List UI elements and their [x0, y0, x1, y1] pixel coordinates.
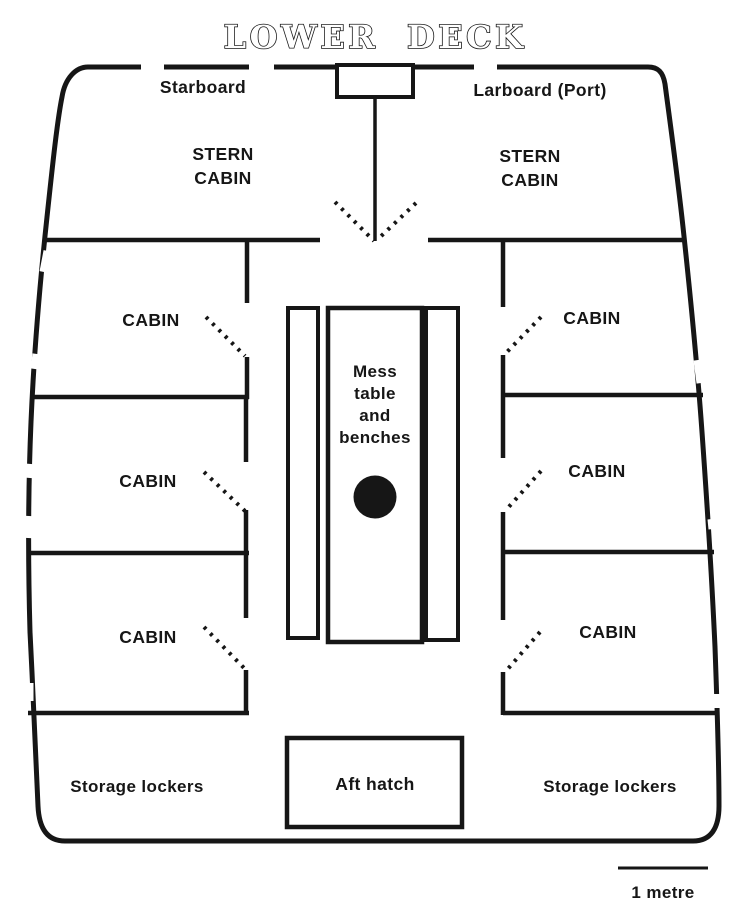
- mess-table-label: Mess table and benches: [339, 361, 411, 449]
- mess-label-line: and: [359, 406, 391, 425]
- cabin-label-larboard-1: CABIN: [563, 308, 621, 328]
- companionway-arrow-left: [333, 200, 376, 243]
- stern-cabin-line: STERN: [192, 144, 254, 164]
- door-swing-cabin-left-2: [202, 470, 247, 513]
- mess-label-line: benches: [339, 428, 411, 447]
- scale-label: 1 metre: [631, 883, 695, 902]
- stern-cabin-line: CABIN: [194, 168, 252, 188]
- label-larboard: Larboard (Port): [473, 80, 607, 100]
- companionway-arrow-right: [375, 201, 418, 242]
- mast-icon: [353, 475, 397, 519]
- label-starboard: Starboard: [159, 77, 247, 97]
- stern-cabin-label-larboard: STERN CABIN: [499, 144, 560, 192]
- cabin-label-starboard-2: CABIN: [119, 471, 177, 491]
- door-swing-lines: [202, 200, 543, 673]
- door-swing-cabin-left-1: [204, 315, 247, 358]
- mess-label-line: Mess: [352, 362, 398, 381]
- stern-cabin-line: STERN: [499, 146, 561, 166]
- door-swing-cabin-right-1: [502, 315, 543, 357]
- cabin-label-starboard-3: CABIN: [119, 627, 177, 647]
- interior-walls: [28, 237, 718, 716]
- door-swing-cabin-right-2: [504, 469, 543, 512]
- cabin-label-larboard-2: CABIN: [568, 461, 626, 481]
- storage-lockers-label-larboard: Storage lockers: [543, 777, 677, 796]
- stern-cabin-line: CABIN: [501, 170, 559, 190]
- companionway-hatch: [335, 63, 415, 99]
- mess-bench-right: [424, 306, 460, 642]
- mess-bench-left: [286, 306, 320, 640]
- deck-title: LOWER DECK: [224, 18, 527, 56]
- aft-hatch-label: Aft hatch: [335, 774, 415, 794]
- stern-cabin-label-starboard: STERN CABIN: [192, 142, 253, 190]
- door-swing-cabin-left-3: [202, 625, 247, 671]
- cabin-label-starboard-1: CABIN: [122, 310, 180, 330]
- mess-label-line: table: [354, 384, 396, 403]
- storage-lockers-label-starboard: Storage lockers: [70, 777, 204, 796]
- door-swing-cabin-right-3: [504, 630, 542, 673]
- hull-window-gaps: [23, 62, 722, 708]
- cabin-label-larboard-3: CABIN: [579, 622, 637, 642]
- aft-hatch: [284, 735, 465, 830]
- mess-table: [325, 305, 425, 645]
